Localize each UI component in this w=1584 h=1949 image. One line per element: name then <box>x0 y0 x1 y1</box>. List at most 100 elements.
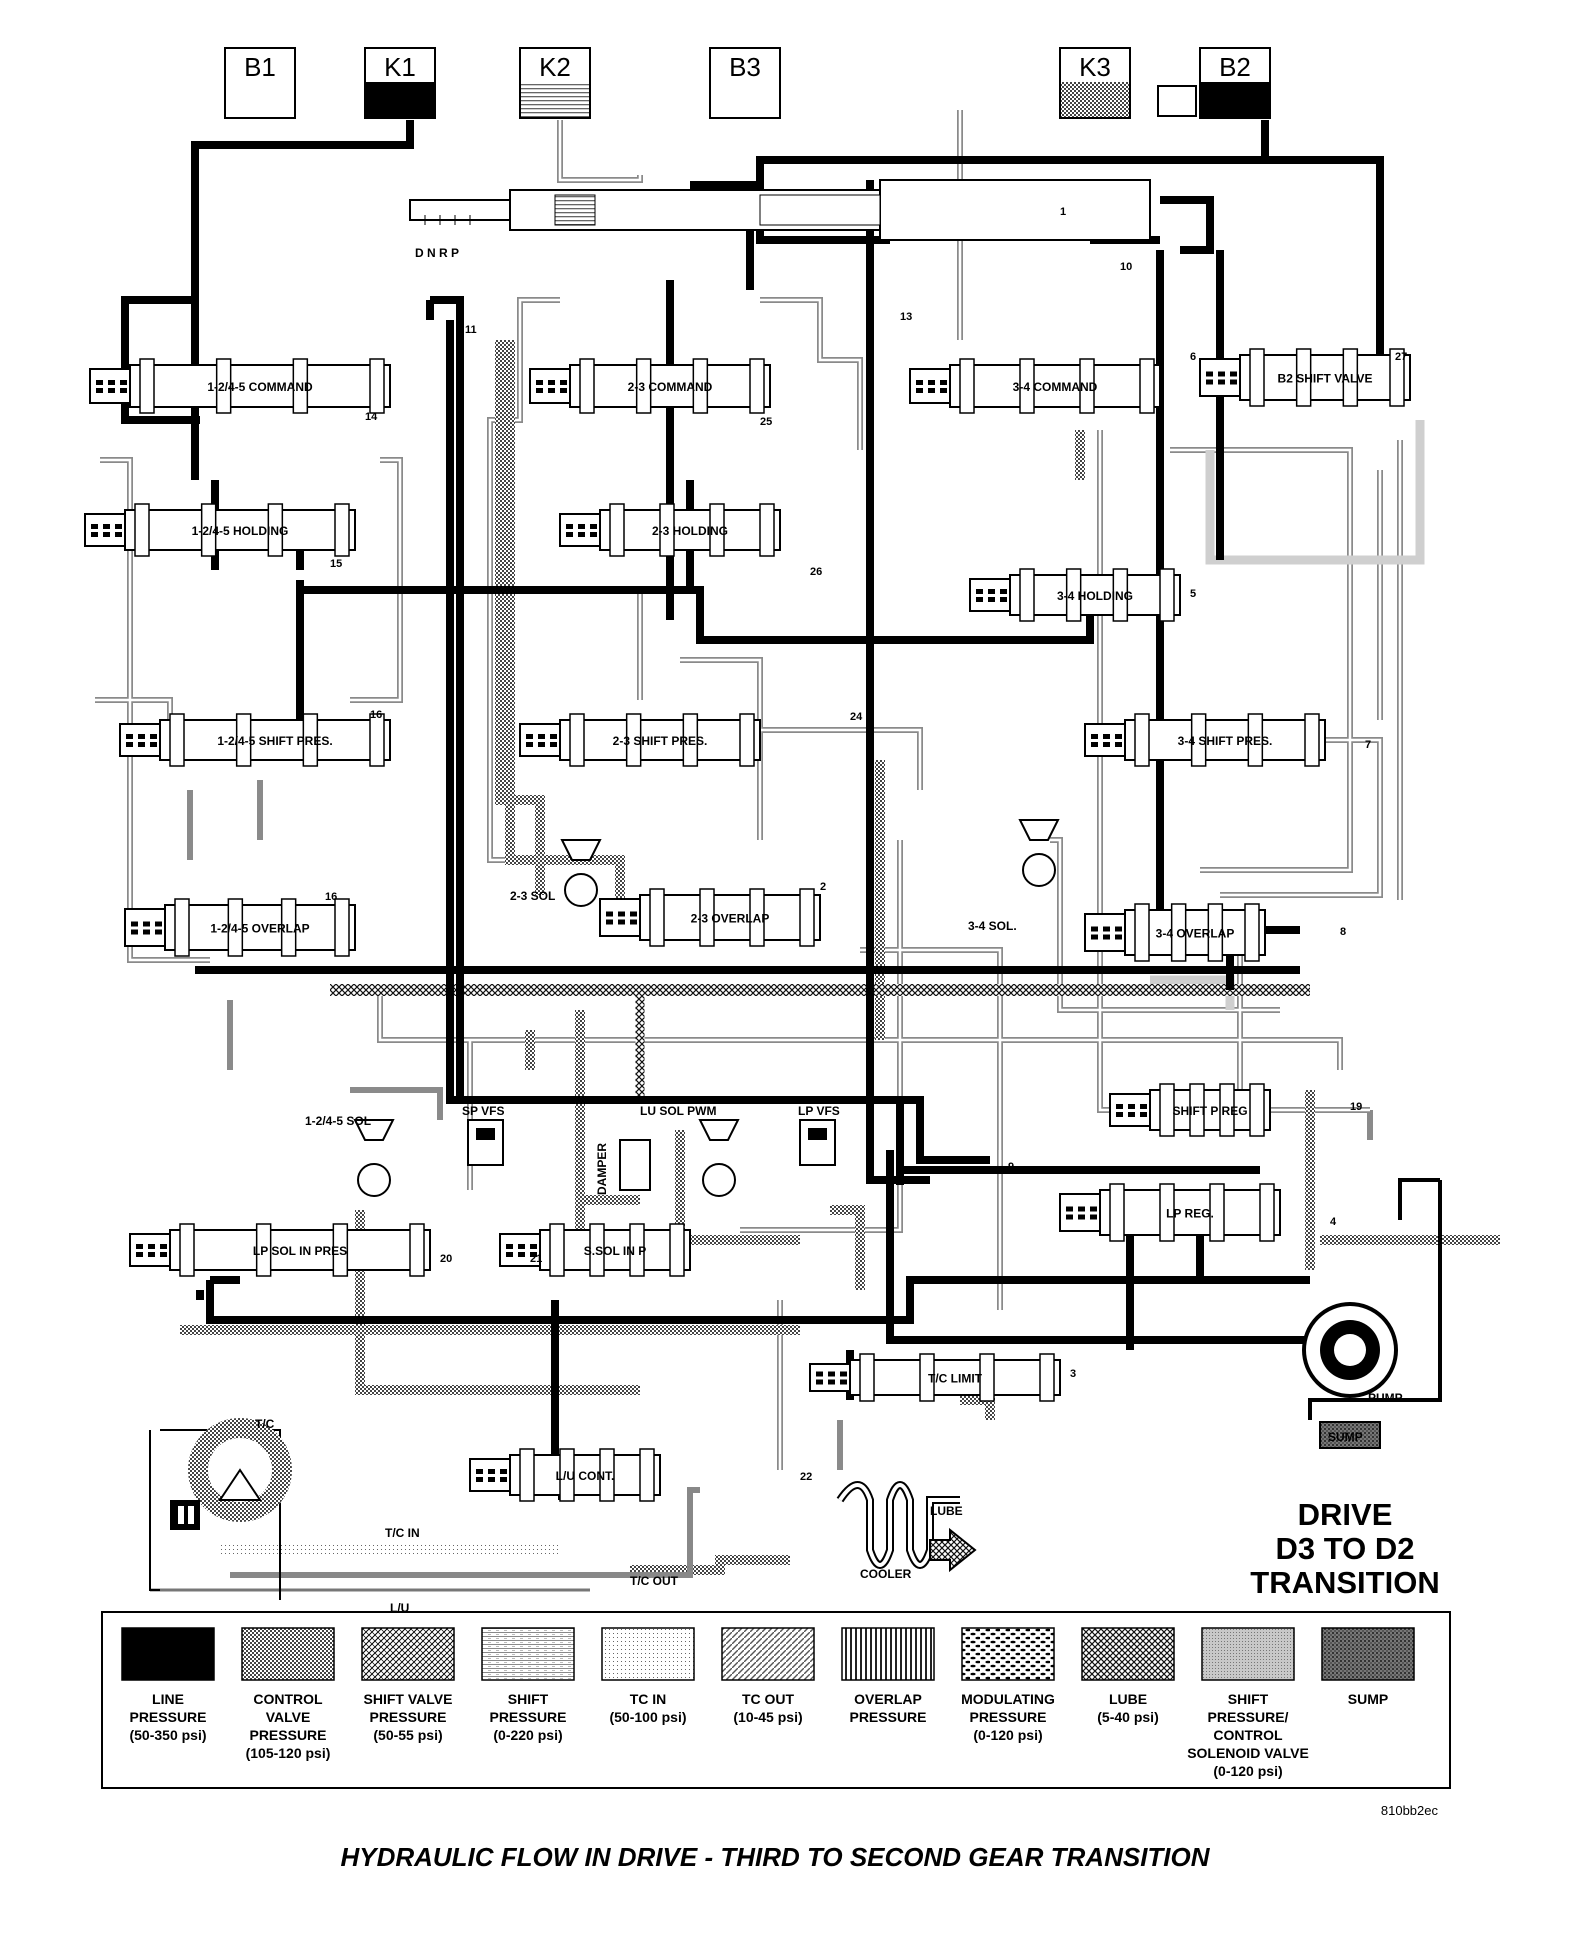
legend-label: VALVE <box>266 1709 311 1725</box>
valve-s-sol-in-p: S.SOL IN P <box>499 1223 691 1277</box>
legend-label: PRESSURE <box>369 1709 446 1725</box>
legend-label: (105-120 psi) <box>246 1745 331 1761</box>
legend-label: CONTROL <box>1213 1727 1283 1743</box>
valve-label: 2-3 OVERLAP <box>691 912 770 926</box>
tank-label: K3 <box>1079 52 1111 82</box>
ref-number: 11 <box>465 324 477 336</box>
legend-label: SHIFT VALVE <box>364 1691 453 1707</box>
ref-number: 13 <box>900 311 912 323</box>
ref-number: 7 <box>1365 739 1371 751</box>
lp-vfs: LP VFS <box>798 1104 840 1166</box>
solenoid-group: 2-3 SOL 3-4 SOL. 1-2/4-5 SOL LU SOL PWM … <box>305 819 1060 1197</box>
sp-vfs-label: SP VFS <box>462 1104 504 1118</box>
ref-number: 8 <box>1340 926 1346 938</box>
legend-swatch <box>361 1627 455 1681</box>
valve-3-4-holding: 3-4 HOLDING <box>969 568 1181 622</box>
legend-label: LINE <box>152 1691 184 1707</box>
ref-number: 6 <box>1190 351 1196 363</box>
legend-label: LUBE <box>1109 1691 1147 1707</box>
valve-label: 3-4 OVERLAP <box>1156 927 1235 941</box>
legend-label: SOLENOID VALVE <box>1187 1745 1309 1761</box>
valve-1-2-4-5-command: 1-2/4-5 COMMAND <box>89 358 391 414</box>
sol-3-4: 3-4 SOL. <box>968 819 1060 933</box>
ref-number: 26 <box>810 566 822 578</box>
legend-label: TC OUT <box>742 1691 795 1707</box>
valve-shift-p-reg: SHIFT P REG <box>1109 1083 1271 1137</box>
legend-label: SUMP <box>1348 1691 1388 1707</box>
valve-spring <box>89 368 131 404</box>
sol-1245-label: 1-2/4-5 SOL <box>305 1114 371 1128</box>
valve-label: L/U CONT. <box>556 1469 615 1483</box>
legend-item-tcout: TC OUT (10-45 psi) <box>721 1627 815 1725</box>
valves: 1-2/4-5 COMMAND 2-3 COMMAND 3-4 COMMAND B2 … <box>84 348 1411 1502</box>
valve-l-u-cont: L/U CONT. <box>469 1448 661 1502</box>
damper: DAMPER <box>595 1139 651 1195</box>
tank-k1: K1 <box>364 47 436 119</box>
legend-swatch <box>241 1627 335 1681</box>
title-line-2: D3 TO D2 <box>1276 1531 1415 1566</box>
sol-2-3: 2-3 SOL <box>510 839 602 907</box>
valve-spring <box>1084 723 1126 757</box>
valve-spring <box>519 723 561 757</box>
title-line-1: DRIVE <box>1298 1497 1393 1532</box>
legend-item-lube: LUBE(5-40 psi) <box>1081 1627 1175 1725</box>
ref-number: 19 <box>1350 1101 1362 1113</box>
ref-number: 22 <box>800 1471 812 1483</box>
valve-3-4-command: 3-4 COMMAND <box>909 358 1161 414</box>
legend-label: PRESSURE <box>249 1727 326 1743</box>
tc-out-label: T/C OUT <box>630 1574 679 1588</box>
legend-swatch <box>601 1627 695 1681</box>
ref-number: 21 <box>530 1253 542 1265</box>
valve-3-4-shift-pres: 3-4 SHIFT PRES. <box>1084 713 1326 767</box>
valve-lp-reg: LP REG. <box>1059 1183 1281 1242</box>
tank-label: B1 <box>244 52 276 82</box>
valve-1-2-4-5-holding: 1-2/4-5 HOLDING <box>84 503 356 557</box>
ref-number: 14 <box>365 411 378 423</box>
ref-number: 20 <box>440 1253 452 1265</box>
sol-3-4-label: 3-4 SOL. <box>968 919 1017 933</box>
valve-spring <box>1084 913 1126 952</box>
legend-label: MODULATING <box>961 1691 1055 1707</box>
valve-label: 3-4 HOLDING <box>1057 589 1133 603</box>
legend-swatch <box>121 1627 215 1681</box>
valve-label: S.SOL IN P <box>584 1244 646 1258</box>
selector-label: D N R P <box>415 246 459 260</box>
valve-t-c-limit: T/C LIMIT <box>809 1353 1061 1402</box>
legend-item-sump: SUMP <box>1321 1627 1415 1707</box>
valve-label: 2-3 HOLDING <box>652 524 728 538</box>
torque-converter: T/C T/C IN T/C OUT L/U <box>149 1417 679 1615</box>
valve-label: 1-2/4-5 OVERLAP <box>210 922 309 936</box>
lp-vfs-label: LP VFS <box>798 1104 840 1118</box>
valve-spring <box>129 1233 171 1267</box>
legend-swatch <box>1081 1627 1175 1681</box>
legend-swatch <box>1201 1627 1295 1681</box>
valve-spring <box>1199 358 1241 397</box>
sol-1245: 1-2/4-5 SOL <box>305 1114 395 1197</box>
valve-3-4-overlap: 3-4 OVERLAP <box>1084 903 1266 962</box>
legend-label: (10-45 psi) <box>733 1709 802 1725</box>
valve-label: LP REG. <box>1166 1207 1214 1221</box>
valve-label: B2 SHIFT VALVE <box>1278 372 1373 386</box>
tank-k2: K2 <box>519 47 591 119</box>
legend-swatch <box>721 1627 815 1681</box>
valve-label: 3-4 COMMAND <box>1013 380 1098 394</box>
tank-k3: K3 <box>1059 47 1131 119</box>
valve-spring <box>124 908 166 947</box>
legend-label: (0-120 psi) <box>1213 1763 1282 1779</box>
valve-spring <box>809 1363 851 1392</box>
diagram-title: DRIVE D3 TO D2 TRANSITION <box>1250 1497 1439 1600</box>
ref-number: 15 <box>330 558 342 570</box>
legend-label: TC IN <box>630 1691 667 1707</box>
valve-spring <box>559 513 601 547</box>
valve-spring <box>1109 1093 1151 1127</box>
legend-label: (0-120 psi) <box>973 1727 1042 1743</box>
tank-b1: B1 <box>224 47 296 119</box>
sump: SUMP <box>1319 1421 1381 1449</box>
valve-1-2-4-5-shift-pres: 1-2/4-5 SHIFT PRES. <box>119 713 391 767</box>
valve-2-3-command: 2-3 COMMAND <box>529 358 771 414</box>
tc-label: T/C <box>255 1417 275 1431</box>
valve-label: 2-3 COMMAND <box>628 380 713 394</box>
